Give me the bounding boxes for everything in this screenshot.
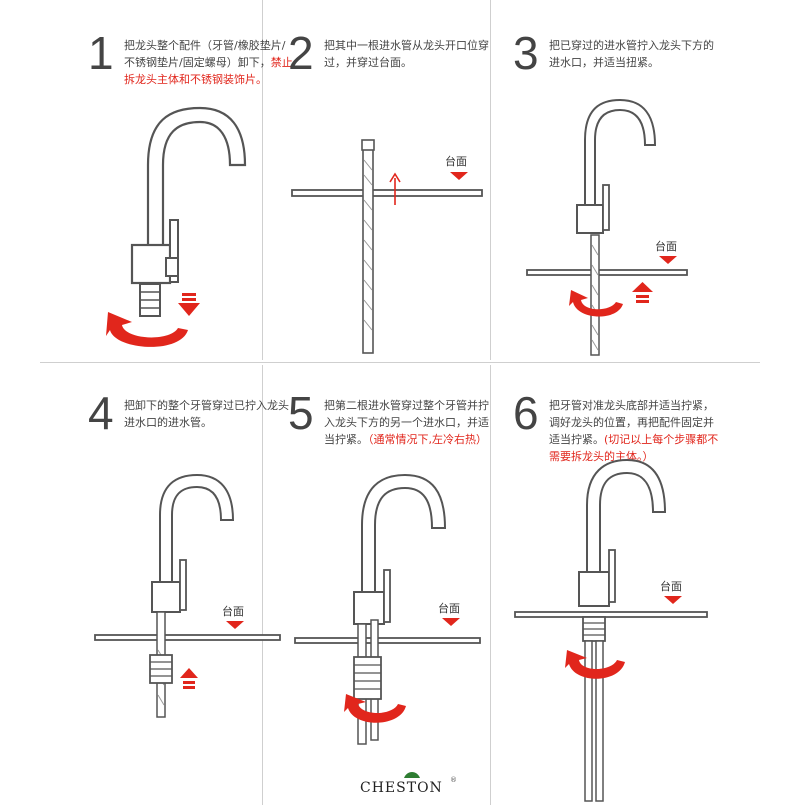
divider-vertical-right	[490, 0, 491, 360]
divider-vertical-left	[262, 0, 263, 360]
divider-horizontal	[40, 362, 760, 363]
counter-label: 台面	[655, 239, 677, 253]
up-arrow-icon	[180, 668, 198, 689]
faucet-handle	[179, 559, 187, 611]
inlet-hose-left	[584, 640, 593, 802]
step-4-instruction: 把卸下的整个牙管穿过已拧入龙头进水口的进水管。	[124, 399, 289, 429]
faucet-handle	[608, 549, 616, 603]
step-5-text: 把第二根进水管穿过整个牙管并拧入龙头下方的另一个进水口，并适当拧紧。（通常情况下…	[324, 397, 494, 448]
brand-logo: CHESTON ®	[360, 768, 457, 798]
brand-name: CHESTON	[360, 780, 443, 796]
step-4-text: 把卸下的整个牙管穿过已拧入龙头进水口的进水管。	[124, 397, 294, 431]
step-2-instruction: 把其中一根进水管从龙头开口位穿过，并穿过台面。	[324, 39, 489, 69]
step-2-panel: 2 把其中一根进水管从龙头开口位穿过，并穿过台面。 台面	[270, 0, 500, 360]
step-2-illustration: 台面	[291, 139, 483, 354]
countertop	[94, 634, 281, 641]
step-5-warning: （通常情况下,左冷右热）	[368, 433, 487, 446]
inlet-hose	[362, 147, 374, 354]
countertop	[291, 189, 483, 197]
leaf-logo-icon	[404, 772, 420, 778]
step-1-illustration	[106, 106, 247, 347]
countertop	[514, 611, 708, 618]
step-2-number: 2	[288, 27, 314, 79]
step-1-warning: 禁止拆龙头主体和不锈钢装饰片。	[124, 56, 293, 86]
counter-label: 台面	[438, 601, 460, 615]
step-1-panel: 1 把龙头整个配件（牙管/橡胶垫片/不锈钢垫片/固定螺母）卸下，禁止拆龙头主体和…	[70, 0, 300, 360]
rotate-arrow-icon	[569, 290, 623, 317]
step-3-instruction: 把已穿过的进水管拧入龙头下方的进水口，并适当扭紧。	[549, 39, 714, 69]
faucet-spout	[361, 473, 447, 611]
step-4-illustration: 台面	[94, 473, 281, 718]
inlet-hose	[590, 234, 600, 356]
step-5-instruction: 把第二根进水管穿过整个牙管并拧入龙头下方的另一个进水口，并适当拧紧。	[324, 399, 489, 446]
counter-label: 台面	[445, 154, 467, 168]
threaded-pipe	[353, 656, 382, 700]
step-6-panel: 6 把牙管对准龙头底部并适当拧紧，调好龙头的位置，再把配件固定并适当拧紧。(切记…	[495, 360, 725, 802]
down-arrow-icon	[178, 293, 200, 316]
step-6-illustration: 台面	[514, 458, 708, 802]
divider-vertical-right-bottom	[490, 365, 491, 805]
faucet-body	[578, 571, 610, 607]
faucet-handle	[383, 569, 391, 623]
divider-vertical-left-bottom	[262, 365, 263, 805]
counter-label: 台面	[660, 579, 682, 593]
brand-registered-mark: ®	[450, 776, 457, 784]
countertop	[294, 637, 481, 644]
step-5-number: 5	[288, 387, 314, 439]
step-3-illustration: 台面	[526, 98, 688, 356]
threaded-pipe	[582, 616, 606, 642]
rotate-arrow-icon	[565, 650, 625, 679]
step-2-text: 把其中一根进水管从龙头开口位穿过，并穿过台面。	[324, 37, 494, 71]
inlet-hose-right	[595, 640, 604, 802]
step-1-text: 把龙头整个配件（牙管/橡胶垫片/不锈钢垫片/固定螺母）卸下，禁止拆龙头主体和不锈…	[124, 37, 294, 88]
step-3-text: 把已穿过的进水管拧入龙头下方的进水口，并适当扭紧。	[549, 37, 719, 71]
step-5-panel: 5 把第二根进水管穿过整个牙管并拧入龙头下方的另一个进水口，并适当拧紧。（通常情…	[270, 360, 500, 745]
faucet-body	[353, 591, 385, 625]
rotate-arrow-icon	[344, 694, 406, 723]
step-1-instruction: 把龙头整个配件（牙管/橡胶垫片/不锈钢垫片/固定螺母）卸下，	[124, 39, 286, 69]
faucet-handle	[169, 219, 179, 283]
rotate-arrow-icon	[106, 312, 188, 347]
step-6-number: 6	[513, 387, 539, 439]
faucet-body	[151, 581, 181, 613]
up-arrow-icon	[632, 282, 653, 303]
countertop	[526, 269, 688, 276]
faucet-handle	[602, 184, 610, 231]
step-3-panel: 3 把已穿过的进水管拧入龙头下方的进水口，并适当扭紧。 台面	[495, 0, 725, 360]
faucet-body	[576, 204, 604, 234]
step-4-number: 4	[88, 387, 114, 439]
up-arrow-icon	[389, 172, 401, 205]
faucet-spout	[586, 458, 667, 591]
threaded-pipe	[149, 654, 173, 684]
step-1-number: 1	[88, 27, 114, 79]
counter-label: 台面	[222, 604, 244, 618]
faucet-body	[130, 243, 172, 285]
step-5-illustration: 台面	[294, 473, 481, 745]
step-4-panel: 4 把卸下的整个牙管穿过已拧入龙头进水口的进水管。 台面	[70, 360, 300, 720]
step-6-instruction: 把牙管对准龙头底部并适当拧紧，调好龙头的位置，再把配件固定并适当拧紧。	[549, 399, 714, 446]
step-3-number: 3	[513, 27, 539, 79]
